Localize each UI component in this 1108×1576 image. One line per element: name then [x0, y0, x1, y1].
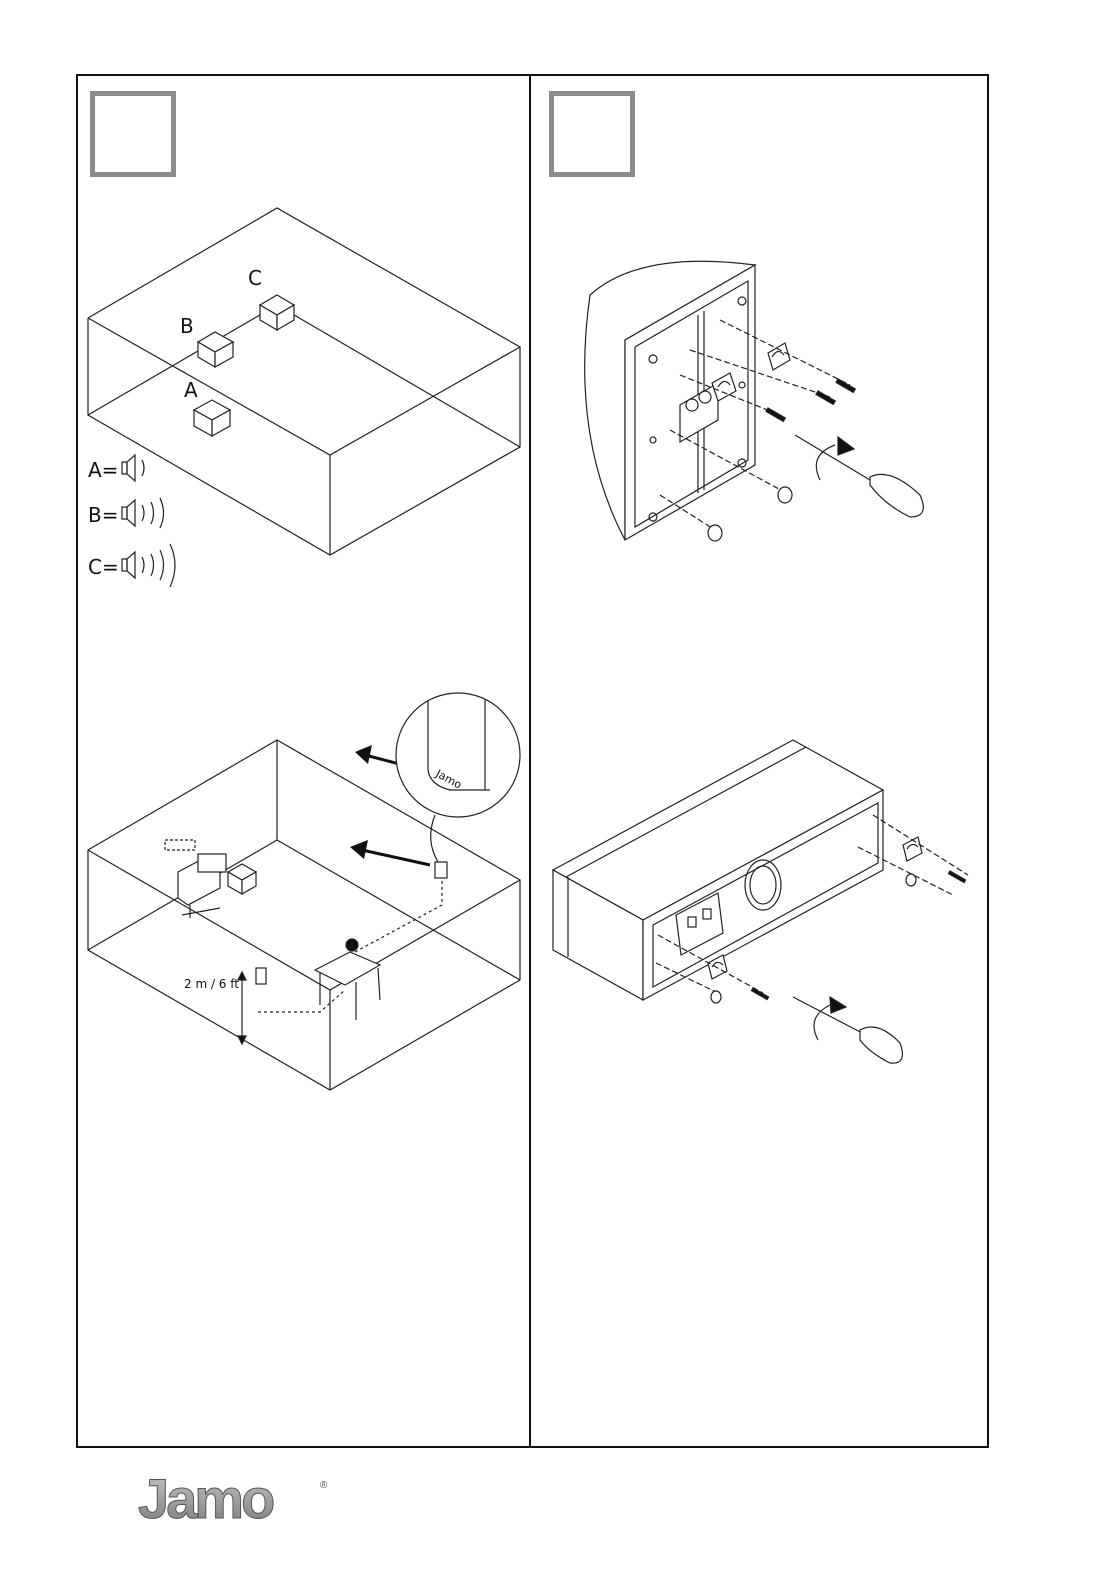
screwdriver-icon — [793, 997, 902, 1063]
legend-b: B= — [88, 498, 164, 528]
arrow-icon — [362, 850, 430, 865]
rear-speaker — [435, 862, 447, 878]
position-label-c: C — [248, 266, 262, 290]
room-speaker-position-diagram: C B A A= B= C= — [80, 200, 530, 600]
position-label-a: A — [184, 378, 198, 402]
brand-logo-text: Jamo — [138, 1470, 274, 1530]
plug-icon — [708, 525, 722, 541]
screw-icon — [766, 379, 855, 421]
speaker-icon — [122, 544, 175, 587]
plug-icon — [906, 874, 916, 886]
legend-label-c: C= — [88, 555, 119, 579]
side-speaker — [256, 968, 266, 984]
legend-c: C= — [88, 544, 175, 587]
plug-icon — [778, 487, 792, 503]
legend-label-a: A= — [88, 458, 118, 482]
speaker-cube-c — [260, 295, 294, 330]
legend-a: A= — [88, 455, 144, 482]
wall-bracket-mount-diagram — [580, 255, 960, 555]
legend-label-b: B= — [88, 503, 118, 527]
registered-mark: ® — [320, 1480, 328, 1491]
speaker-icon — [122, 455, 144, 481]
center-speaker-mount-diagram — [548, 735, 978, 1075]
plug-icon — [711, 991, 721, 1003]
speaker-icon — [122, 498, 164, 528]
height-label: 2 m / 6 ft — [184, 977, 239, 991]
speaker-cube-b — [198, 332, 233, 367]
screwdriver-icon — [795, 435, 923, 517]
rear-speaker-placement-diagram: Jamo 2 m / 6 ft — [80, 690, 530, 1100]
step-box-left — [90, 91, 176, 177]
zoom-detail-circle — [396, 693, 520, 817]
step-box-right — [549, 91, 635, 177]
tv-and-center-speaker — [165, 840, 256, 918]
speaker-cube-a — [194, 400, 230, 436]
position-label-b: B — [180, 314, 194, 338]
brand-logo: Jamo ® — [138, 1470, 338, 1530]
height-dimension — [238, 972, 246, 1044]
